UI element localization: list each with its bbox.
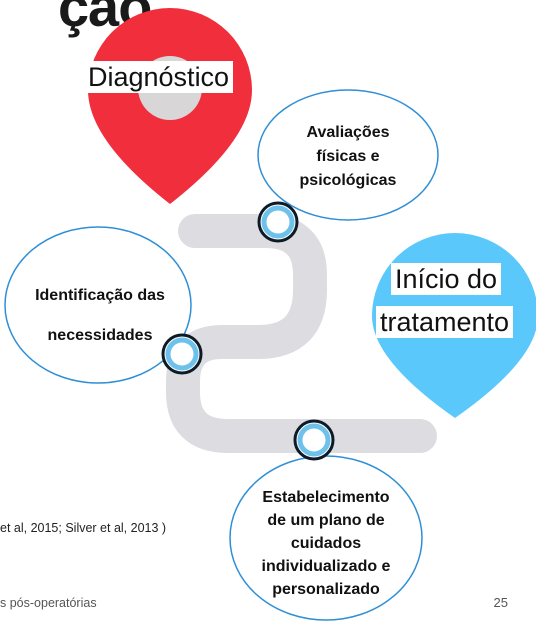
step-needs-line-2: necessidades bbox=[47, 327, 153, 344]
step-plan-line-2: de um plano de bbox=[267, 512, 385, 529]
step-assessment-line-3: psicológicas bbox=[299, 172, 397, 189]
diagnosis-label: Diagnóstico bbox=[84, 61, 234, 93]
reference-citation: et al, 2015; Silver et al, 2013 ) bbox=[0, 521, 167, 535]
step-bubble-needs bbox=[4, 226, 192, 384]
step-bubble-assessment bbox=[257, 89, 439, 221]
step-text-plan: Estabelecimento de um plano de cuidados … bbox=[236, 486, 416, 601]
step-plan-line-5: personalizado bbox=[272, 581, 380, 598]
journey-path bbox=[166, 214, 437, 453]
treatment-label-line-2: tratamento bbox=[376, 306, 514, 338]
step-text-needs: Identificação das necessidades bbox=[14, 276, 186, 356]
treatment-label-line-1: Início do bbox=[391, 263, 502, 295]
diagnosis-pin bbox=[88, 8, 252, 204]
footer-text: s pós-operatórias bbox=[0, 596, 97, 610]
ring-marker-1 bbox=[257, 201, 299, 243]
step-assessment-line-1: Avaliações bbox=[306, 124, 390, 141]
step-plan-line-1: Estabelecimento bbox=[262, 489, 390, 506]
step-plan-line-3: cuidados bbox=[290, 535, 362, 552]
step-plan-line-4: individualizado e bbox=[261, 558, 391, 575]
ring-marker-2 bbox=[161, 333, 203, 375]
step-text-assessment: Avaliações físicas e psicológicas bbox=[272, 121, 424, 193]
step-needs-line-1: Identificação das bbox=[35, 287, 165, 304]
ring-marker-3 bbox=[293, 419, 335, 461]
page-number: 25 bbox=[493, 595, 508, 610]
step-assessment-line-2: físicas e bbox=[316, 148, 380, 165]
